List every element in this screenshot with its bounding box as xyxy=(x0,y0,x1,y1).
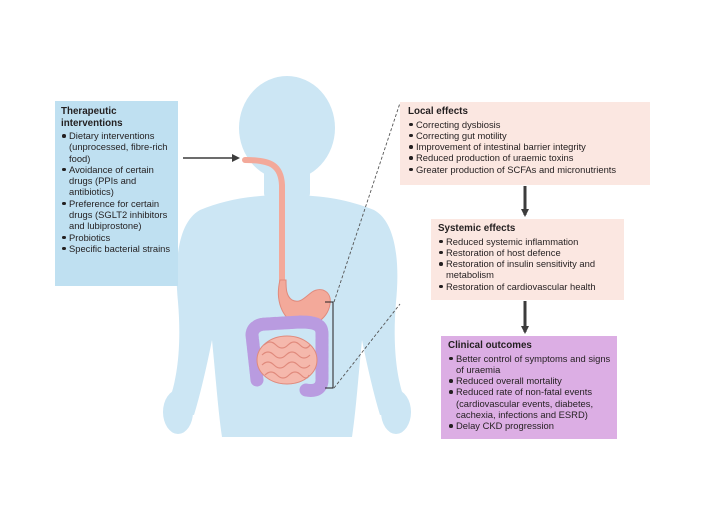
list-item: Restoration of cardiovascular health xyxy=(438,281,618,292)
systemic-effects-title: Systemic effects xyxy=(438,223,516,234)
list-item: Dietary interventions (unprocessed, fibr… xyxy=(61,130,172,164)
clinical-outcomes-title: Clinical outcomes xyxy=(448,340,532,351)
small-intestine xyxy=(256,335,318,385)
list-item: Restoration of host defence xyxy=(438,247,618,258)
large-intestine xyxy=(245,315,329,397)
left-hand xyxy=(163,390,193,434)
list-item: Reduced systemic inflammation xyxy=(438,236,618,247)
head xyxy=(239,76,335,180)
therapeutic-interventions-list: Dietary interventions (unprocessed, fibr… xyxy=(61,130,172,254)
gut-bracket xyxy=(325,301,334,389)
list-item: Probiotics xyxy=(61,232,172,243)
list-item: Better control of symptoms and signs of … xyxy=(448,353,611,376)
list-item: Reduced production of uraemic toxins xyxy=(408,152,644,163)
clinical-outcomes-box: Clinical outcomes Better control of symp… xyxy=(441,336,617,439)
local-effects-title: Local effects xyxy=(408,106,468,117)
list-item: Improvement of intestinal barrier integr… xyxy=(408,141,644,152)
clinical-outcomes-list: Better control of symptoms and signs of … xyxy=(448,353,611,432)
local-effects-box: Local effects Correcting dysbiosis Corre… xyxy=(400,102,650,185)
right-hand xyxy=(381,390,411,434)
therapeutic-interventions-box: Therapeutic interventions Dietary interv… xyxy=(55,101,178,286)
oesophagus xyxy=(242,157,285,285)
list-item: Avoidance of certain drugs (PPIs and ant… xyxy=(61,164,172,198)
systemic-effects-list: Reduced systemic inflammation Restoratio… xyxy=(438,236,618,292)
list-item: Correcting gut motility xyxy=(408,130,644,141)
list-item: Reduced overall mortality xyxy=(448,375,611,386)
list-item: Specific bacterial strains xyxy=(61,243,172,254)
zoom-line-bottom xyxy=(333,303,401,389)
local-effects-list: Correcting dysbiosis Correcting gut moti… xyxy=(408,119,644,175)
list-item: Preference for certain drugs (SGLT2 inhi… xyxy=(61,198,172,232)
list-item: Correcting dysbiosis xyxy=(408,119,644,130)
list-item: Greater production of SCFAs and micronut… xyxy=(408,164,644,175)
list-item: Reduced rate of non-fatal events (cardio… xyxy=(448,386,611,420)
neck xyxy=(264,165,310,201)
systemic-effects-box: Systemic effects Reduced systemic inflam… xyxy=(431,219,624,300)
list-item: Delay CKD progression xyxy=(448,420,611,431)
list-item: Restoration of insulin sensitivity and m… xyxy=(438,258,618,281)
therapeutic-interventions-title: Therapeutic interventions xyxy=(61,106,123,129)
